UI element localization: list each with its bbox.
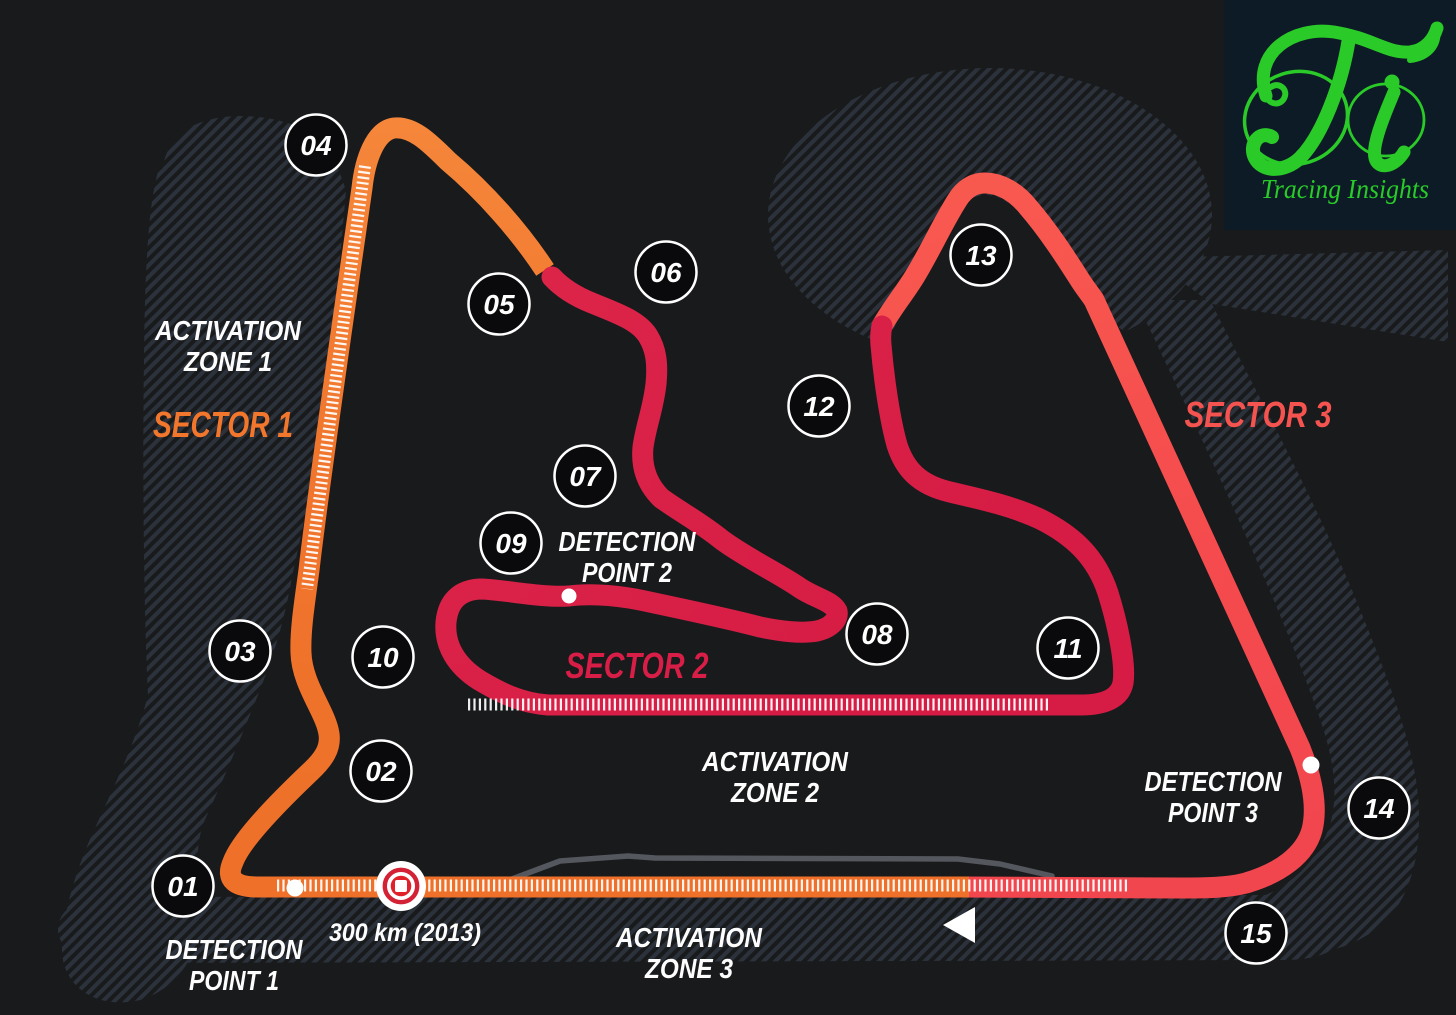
svg-text:Tracing Insights: Tracing Insights	[1261, 174, 1429, 204]
svg-text:POINT 2: POINT 2	[582, 557, 672, 588]
svg-text:SECTOR 2: SECTOR 2	[566, 645, 709, 686]
svg-text:ZONE 2: ZONE 2	[730, 777, 819, 808]
svg-text:ZONE 3: ZONE 3	[644, 953, 733, 984]
svg-text:ZONE 1: ZONE 1	[183, 346, 272, 377]
svg-text:POINT 1: POINT 1	[189, 965, 279, 996]
svg-text:04: 04	[300, 130, 332, 161]
svg-text:DETECTION: DETECTION	[559, 526, 697, 557]
svg-text:SECTOR 3: SECTOR 3	[1185, 394, 1332, 435]
svg-text:13: 13	[965, 240, 997, 271]
svg-text:07: 07	[569, 461, 602, 492]
svg-text:ACTIVATION: ACTIVATION	[615, 922, 763, 953]
svg-text:12: 12	[803, 391, 835, 422]
svg-text:05: 05	[483, 289, 515, 320]
svg-text:03: 03	[224, 636, 256, 667]
svg-text:DETECTION: DETECTION	[166, 934, 304, 965]
svg-text:06: 06	[650, 257, 682, 288]
svg-text:02: 02	[365, 756, 397, 787]
svg-text:ACTIVATION: ACTIVATION	[154, 315, 302, 346]
svg-text:POINT 3: POINT 3	[1168, 797, 1258, 828]
svg-text:DETECTION: DETECTION	[1145, 766, 1283, 797]
svg-text:08: 08	[861, 619, 893, 650]
svg-text:01: 01	[167, 871, 198, 902]
svg-text:14: 14	[1363, 793, 1395, 824]
svg-text:11: 11	[1053, 633, 1082, 664]
svg-text:10: 10	[367, 642, 399, 673]
svg-text:15: 15	[1240, 918, 1272, 949]
svg-text:SECTOR 1: SECTOR 1	[153, 404, 293, 445]
svg-text:09: 09	[495, 528, 527, 559]
svg-text:ACTIVATION: ACTIVATION	[701, 746, 849, 777]
svg-text:300 km (2013): 300 km (2013)	[329, 919, 481, 947]
